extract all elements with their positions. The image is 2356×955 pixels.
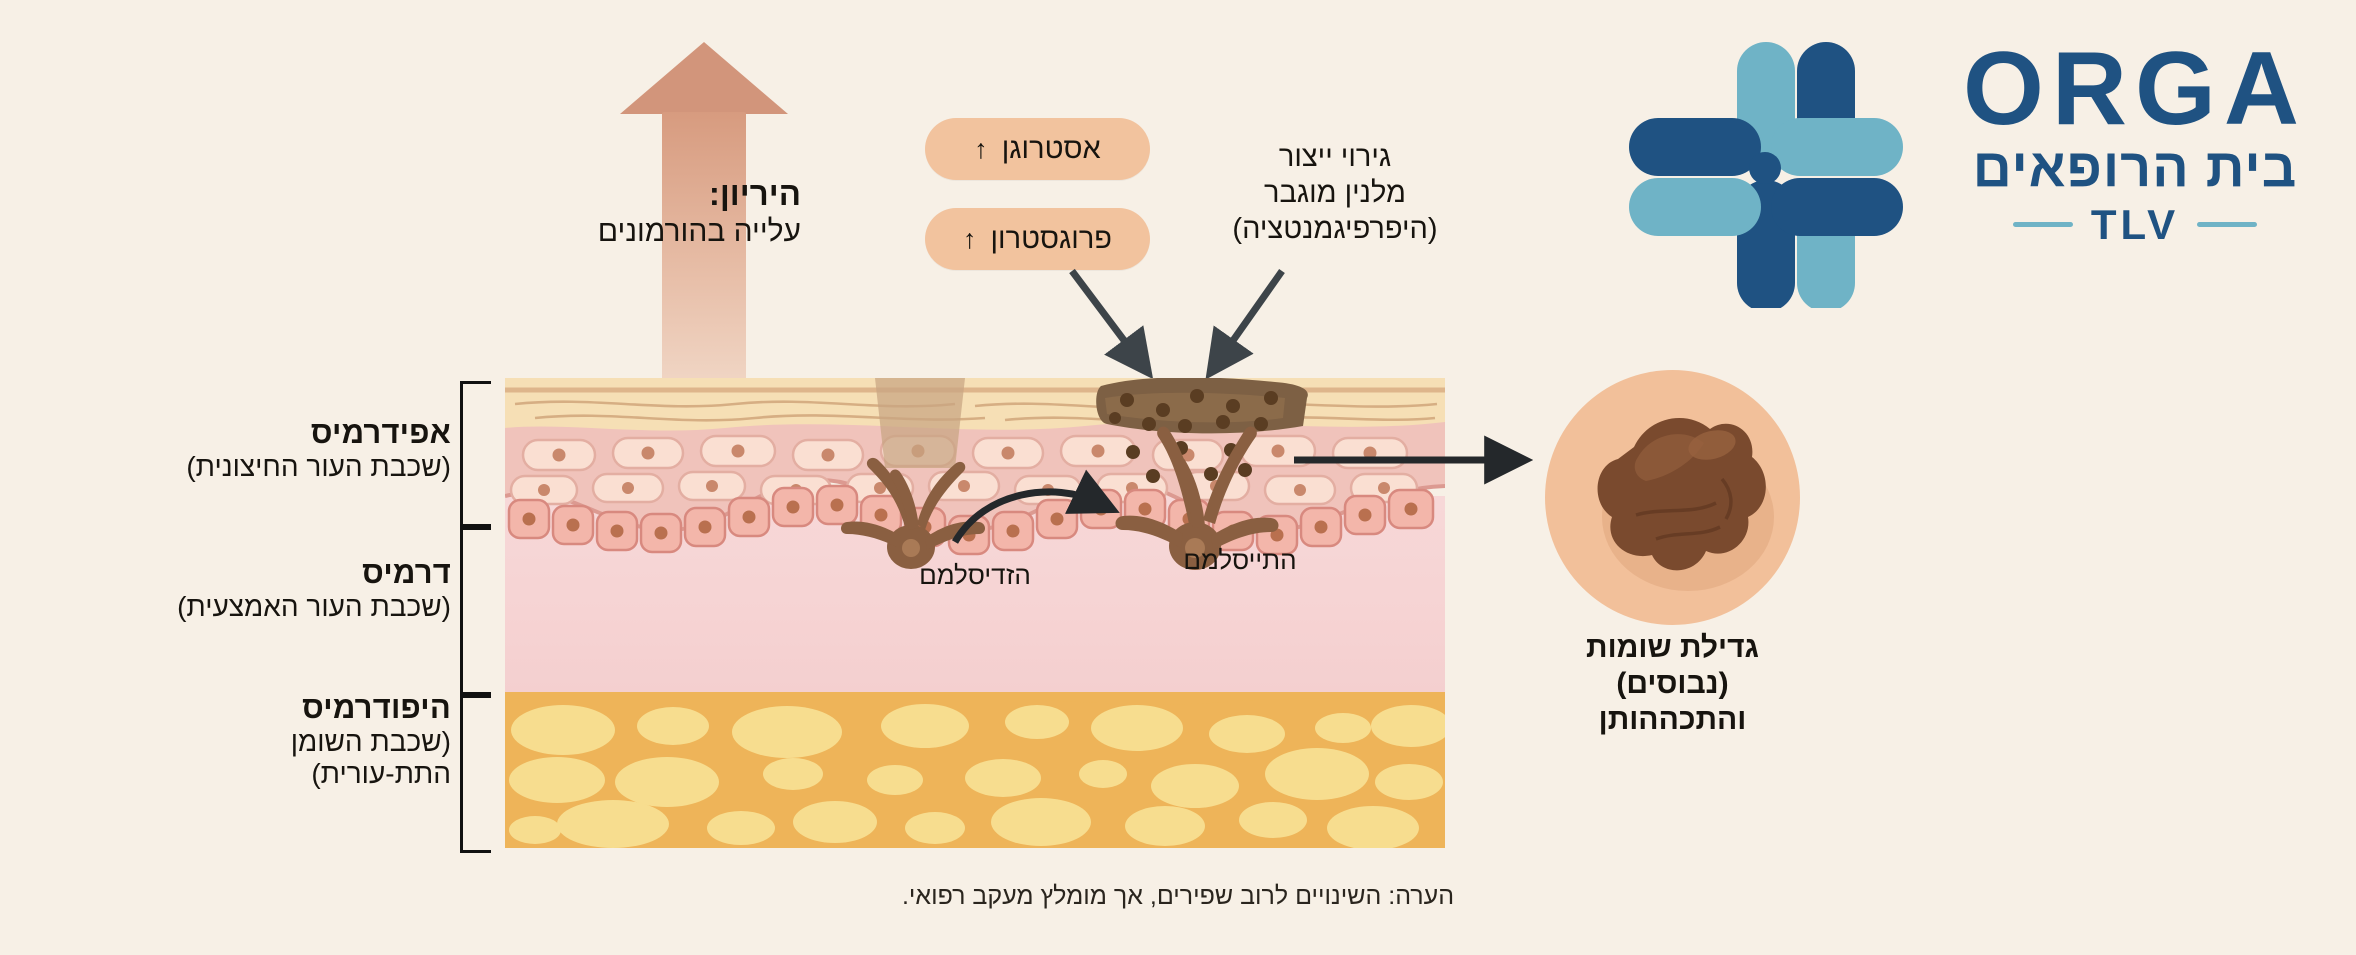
hyperpig-line-3: (היפרפיגמנטציה) — [1232, 212, 1438, 245]
mole-pointer-arrow — [1294, 435, 1534, 485]
melanocyte-active-text: התייסלמם — [1183, 545, 1297, 575]
bracket-epidermis — [460, 381, 491, 527]
melanocyte-active — [1096, 378, 1308, 570]
mole-caption: גדילת שומות (נבוסים) והתכההותן — [1505, 630, 1840, 738]
footnote-text: הערה: השינויים לרוב שפירים, אך מומלץ מעק… — [901, 882, 1455, 910]
orga-city-row: TLV — [1930, 201, 2340, 249]
orga-city: TLV — [2090, 200, 2180, 248]
melanocyte-label-active: התייסלמם — [1145, 545, 1335, 576]
pregnancy-arrow-head — [620, 42, 788, 114]
layer-label-epidermis: אפידרמיס (שכבת העור החיצונית) — [61, 415, 451, 483]
melanocyte-transfer-arrow — [951, 469, 1120, 544]
pregnancy-arrow-shaft — [662, 112, 746, 382]
progesterone-label: פרוגסטרון — [990, 222, 1112, 255]
hyperpigmentation-note: גירוי ייצור מלנין מוגבר (היפרפיגמנטציה) — [1185, 140, 1485, 248]
hyperpig-line-2: מלנין מוגבר — [1264, 176, 1406, 209]
hormone-pill-progesterone[interactable]: פרוגסטרון ↑ — [925, 208, 1150, 270]
epidermis-title: אפידרמיס — [310, 415, 451, 450]
up-arrow-icon-estrogen: ↑ — [974, 133, 988, 164]
pregnancy-label: היריון: עלייה בהורמונים — [461, 175, 801, 249]
bracket-hypodermis — [460, 695, 491, 853]
melanocyte-normal-text: הזדיסלמם — [919, 560, 1031, 590]
hypodermis-title: היפודרמיס — [302, 690, 451, 725]
hypodermis-subtitle-line1: (שכבת השומן — [290, 725, 451, 757]
hormone-pill-estrogen[interactable]: אסטרוגן ↑ — [925, 118, 1150, 180]
pregnancy-subtitle: עלייה בהורמונים — [597, 214, 801, 248]
orga-logo-mark — [1629, 42, 1903, 308]
mole-lesion — [1597, 417, 1774, 591]
dash-left-icon — [2012, 222, 2073, 228]
melanocyte-normal — [841, 378, 985, 569]
hyperpig-line-1: גירוי ייצור — [1278, 141, 1392, 173]
orga-tagline: בית הרופאים — [1972, 137, 2298, 198]
hypodermis-subtitle-line2: התת-עורית) — [311, 758, 451, 790]
mole-caption-line-2: (נבוסים) — [1616, 667, 1729, 700]
pregnancy-title: היריון: — [708, 175, 801, 212]
footnote: הערה: השינויים לרוב שפירים, אך מומלץ מעק… — [0, 882, 2356, 911]
epidermis-subtitle: (שכבת העור החיצונית) — [186, 450, 451, 482]
melanocyte-label-normal: הזדיסלמם — [880, 560, 1070, 591]
skin-cross-section — [505, 378, 1445, 848]
estrogen-label: אסטרוגן — [1001, 132, 1101, 165]
orga-logo-text: ORGA בית הרופאים TLV — [1930, 31, 2340, 249]
mole-caption-line-3: והתכההותן — [1598, 703, 1747, 736]
dermis-title: דרמיס — [362, 555, 451, 590]
stimulus-arrows — [1069, 268, 1285, 380]
layer-label-hypodermis: היפודרמיס (שכבת השומן התת-עורית) — [61, 690, 451, 791]
up-arrow-icon-progesterone: ↑ — [963, 223, 977, 254]
layer-label-dermis: דרמיס (שכבת העור האמצעית) — [61, 555, 451, 623]
fat-cells — [505, 695, 1445, 848]
bracket-dermis — [460, 527, 491, 695]
mole-caption-line-1: גדילת שומות — [1586, 631, 1759, 664]
orga-wordmark: ORGA — [1963, 31, 2307, 147]
dermis-subtitle: (שכבת העור האמצעית) — [177, 590, 451, 622]
dash-right-icon — [2197, 222, 2258, 228]
